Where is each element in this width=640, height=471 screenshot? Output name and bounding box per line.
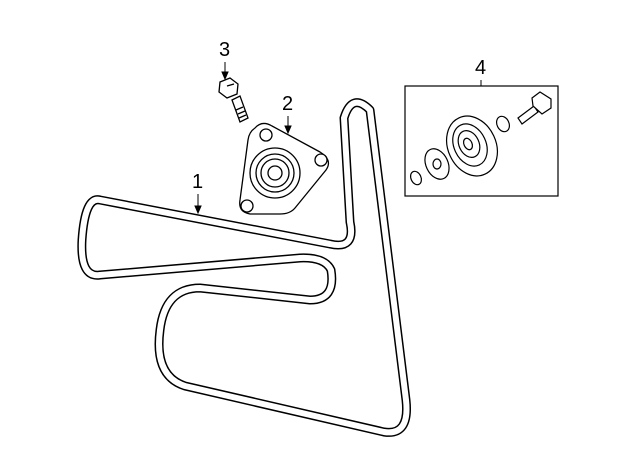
callout-1: 1 [192,171,204,193]
tensioner[interactable] [239,122,330,215]
idler-pulley-kit-box[interactable] [404,80,559,197]
leader-lines [194,62,292,215]
callout-3: 3 [219,39,231,61]
bolt[interactable] [218,77,249,123]
serpentine-belt[interactable] [77,98,412,437]
callout-2: 2 [282,93,294,115]
callout-4: 4 [475,57,487,79]
